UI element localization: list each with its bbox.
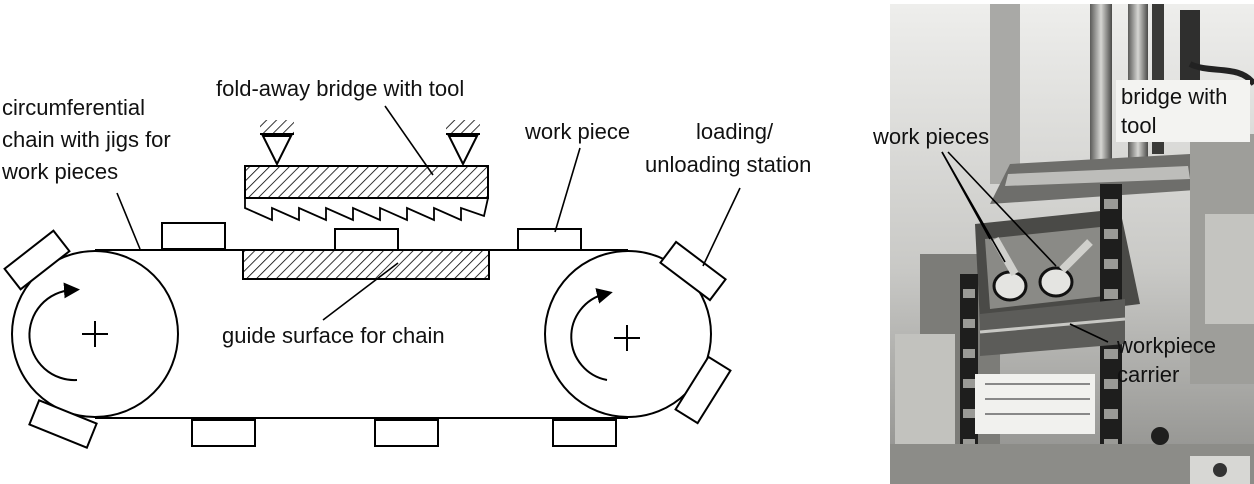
leader-chain <box>116 192 141 250</box>
support-left-base <box>260 120 294 134</box>
support-left-triangle <box>261 135 293 167</box>
bridge-tool-teeth <box>244 197 489 222</box>
photo-label-bridge-line-1: bridge with <box>1121 84 1227 109</box>
left-rotation-arrow <box>28 282 80 382</box>
jig-right-lower <box>674 355 732 425</box>
label-chain-line-1: circumferential <box>2 95 145 120</box>
jig-bottom-3 <box>552 419 617 447</box>
support-right-base <box>446 120 480 134</box>
conveyor-schematic <box>3 105 741 449</box>
label-chain-line-2: chain with jigs for <box>2 127 171 152</box>
label-chain-line-3: work pieces <box>1 159 118 184</box>
leader-guide <box>322 262 399 321</box>
photo-label-bridge-line-2: tool <box>1121 113 1156 138</box>
jig-top-3 <box>517 228 582 251</box>
photo-frame <box>890 4 1254 484</box>
photo-label-work-pieces: work pieces <box>872 124 989 149</box>
label-station-line-1: loading/ <box>696 119 774 144</box>
jig-bottom-1 <box>191 419 256 447</box>
jig-top-2 <box>334 228 399 251</box>
photo-label-carrier-line-1: workpiece <box>1116 333 1216 358</box>
leader-bridge <box>384 105 434 176</box>
jig-left-upper <box>3 229 71 291</box>
guide-surface <box>242 249 490 280</box>
jig-top-1 <box>161 222 226 250</box>
machine-photo: bridge with tool work pieces workpiece c… <box>872 4 1254 484</box>
photo-label-carrier-line-2: carrier <box>1117 362 1179 387</box>
leader-work-piece <box>554 147 581 233</box>
support-right-triangle <box>447 135 479 167</box>
label-work-piece: work piece <box>524 119 630 144</box>
bridge-beam <box>244 165 489 199</box>
label-station-line-2: unloading station <box>645 152 811 177</box>
label-guide: guide surface for chain <box>222 323 445 348</box>
right-rotation-arrow <box>570 288 613 381</box>
jig-right-upper <box>659 240 727 302</box>
jig-left-lower <box>28 399 98 449</box>
label-bridge: fold-away bridge with tool <box>216 76 464 101</box>
jig-bottom-2 <box>374 419 439 447</box>
leader-station <box>702 187 741 267</box>
